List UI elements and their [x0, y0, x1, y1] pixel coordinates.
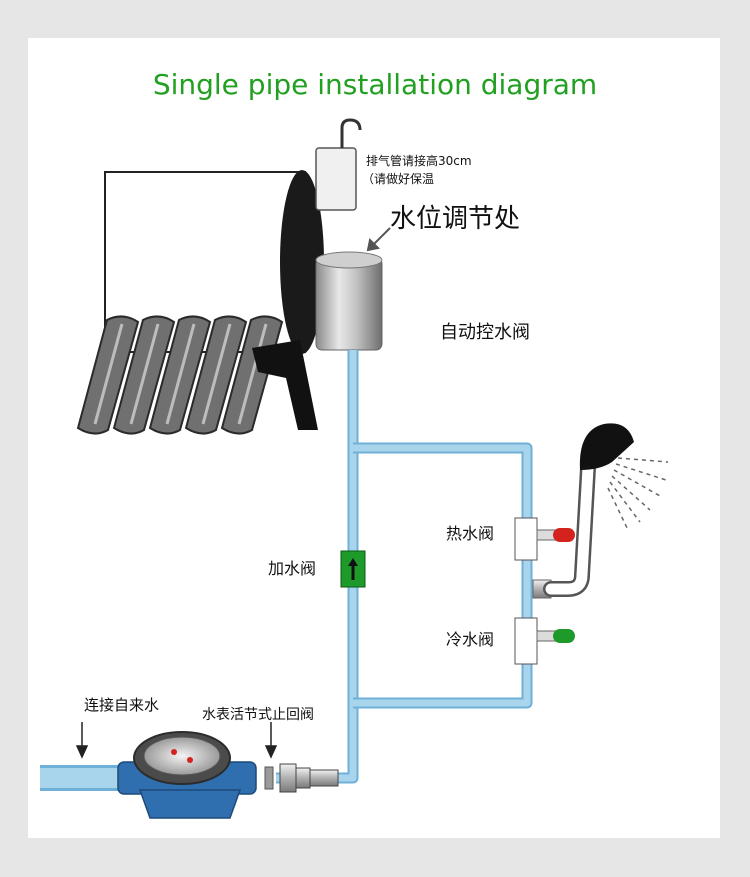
vent-note-line2: （请做好保温 [362, 172, 435, 186]
water-level-adjust-label: 水位调节处 [390, 204, 521, 234]
vent-note-line1: 排气管请接高30cm [366, 154, 472, 168]
add-water-valve [340, 550, 366, 588]
arrow-down-icon [264, 722, 278, 759]
heater-tank-end [280, 170, 324, 354]
connect-tap-water-label: 连接自来水 [84, 696, 160, 714]
water-meter-icon [117, 731, 257, 819]
hot-water-valve [514, 517, 575, 561]
heater-support-bracket [252, 340, 318, 430]
hot-water-valve-label: 热水阀 [446, 524, 495, 543]
meter-check-valve-label: 水表活节式止回阀 [202, 707, 314, 723]
diagram-title: Single pipe installation diagram [152, 68, 598, 101]
solar-water-heater [76, 170, 324, 435]
cold-water-valve [514, 617, 575, 665]
tube-highlights [93, 323, 268, 425]
cold-water-valve-label: 冷水阀 [446, 630, 495, 649]
auto-control-valve-tank [315, 251, 383, 351]
vent-pipe [315, 118, 362, 211]
shower-hose [532, 460, 596, 599]
flow-arrow-icon [348, 558, 358, 580]
check-valve-fitting [264, 763, 339, 793]
pointer-arrow-icon [366, 227, 391, 252]
auto-control-valve-label: 自动控水阀 [440, 322, 530, 343]
shower-head-icon [579, 423, 669, 531]
arrow-down-icon [75, 722, 89, 759]
add-water-valve-label: 加水阀 [268, 559, 317, 578]
